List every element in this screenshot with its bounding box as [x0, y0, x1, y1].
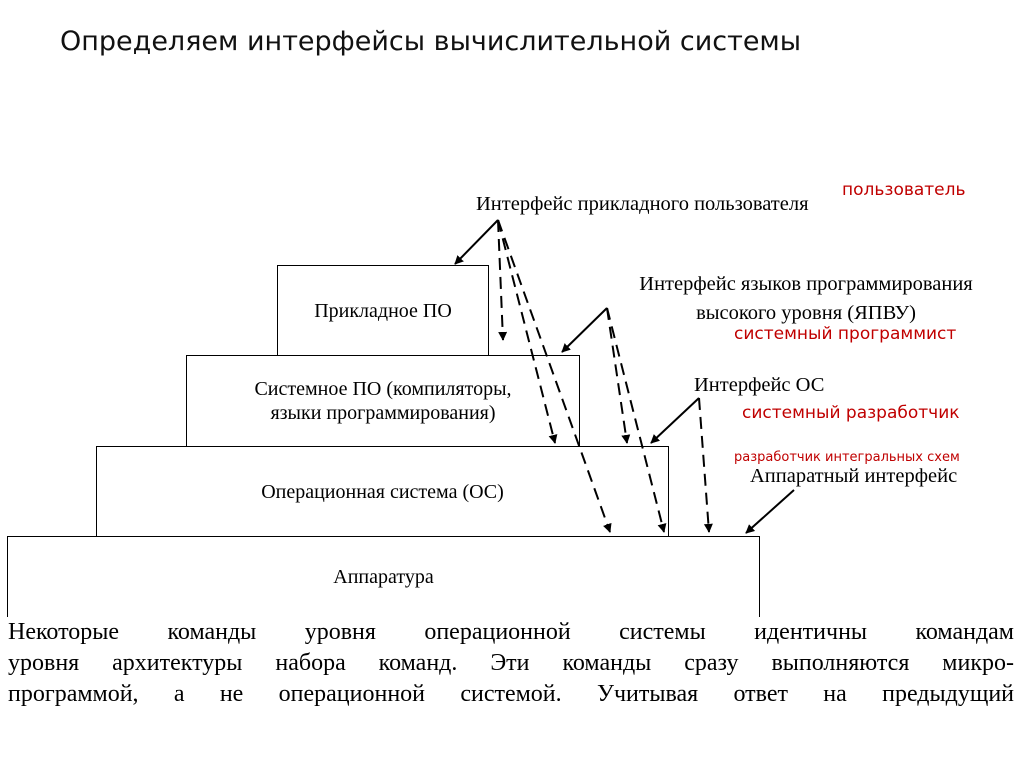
arrow-app-to-hardware-boundary [497, 219, 612, 533]
arrow-app-to-system-boundary [497, 219, 508, 341]
arrow-hll-to-hardware-boundary [606, 307, 667, 533]
arrow-hll-to-os-boundary [606, 307, 631, 444]
arrow-hll-to-system-boundary [561, 307, 608, 353]
role-system-programmer: системный программист [734, 324, 957, 344]
arrow-os-to-hardware-boundary [698, 397, 713, 533]
body-paragraph: Некоторые команды уровня операционной си… [8, 617, 1014, 717]
os-layer: Операционная система (ОС) [96, 446, 669, 537]
application-software-layer: Прикладное ПО [277, 265, 489, 356]
os-interface-label: Интерфейс ОС [694, 374, 825, 396]
system-software-layer: Системное ПО (компиляторы, языки програм… [186, 355, 580, 447]
hardware-layer: Аппаратура [7, 536, 760, 617]
system-software-label: Системное ПО (компиляторы, языки програм… [254, 377, 511, 425]
role-user: пользователь [842, 180, 966, 200]
system-software-label-line2: языки программирования) [270, 402, 496, 424]
role-ic-developer: разработчик интегральных схем [734, 450, 960, 465]
arrow-os-to-os-boundary [650, 397, 700, 444]
paragraph-line2: уровня архитектуры набора команд. Эти ко… [8, 650, 1014, 676]
hardware-interface-label: Аппаратный интерфейс [750, 465, 958, 487]
app-user-interface-label: Интерфейс прикладного пользователя [476, 193, 809, 215]
system-software-label-line1: Системное ПО (компиляторы, [254, 378, 512, 400]
application-software-label: Прикладное ПО [314, 299, 452, 322]
hll-interface-label-line2: высокого уровня (ЯПВУ) [696, 302, 916, 324]
role-system-developer: системный разработчик [742, 403, 960, 423]
paragraph-line1: Некоторые команды уровня операционной си… [8, 619, 1014, 645]
paragraph-line3: программой, а не операционной системой. … [8, 681, 1014, 707]
arrow-app-to-application-boundary [454, 219, 499, 265]
arrow-app-to-os-boundary [497, 219, 558, 444]
hardware-label: Аппаратура [333, 566, 434, 588]
os-label: Операционная система (ОС) [261, 480, 504, 503]
slide-title: Определяем интерфейсы вычислительной сис… [60, 26, 802, 57]
hll-interface-label-line1: Интерфейс языков программирования [639, 273, 973, 295]
hll-interface-label: Интерфейс языков программирования высоко… [596, 270, 1016, 328]
arrow-hw-to-hardware-boundary [745, 489, 795, 534]
